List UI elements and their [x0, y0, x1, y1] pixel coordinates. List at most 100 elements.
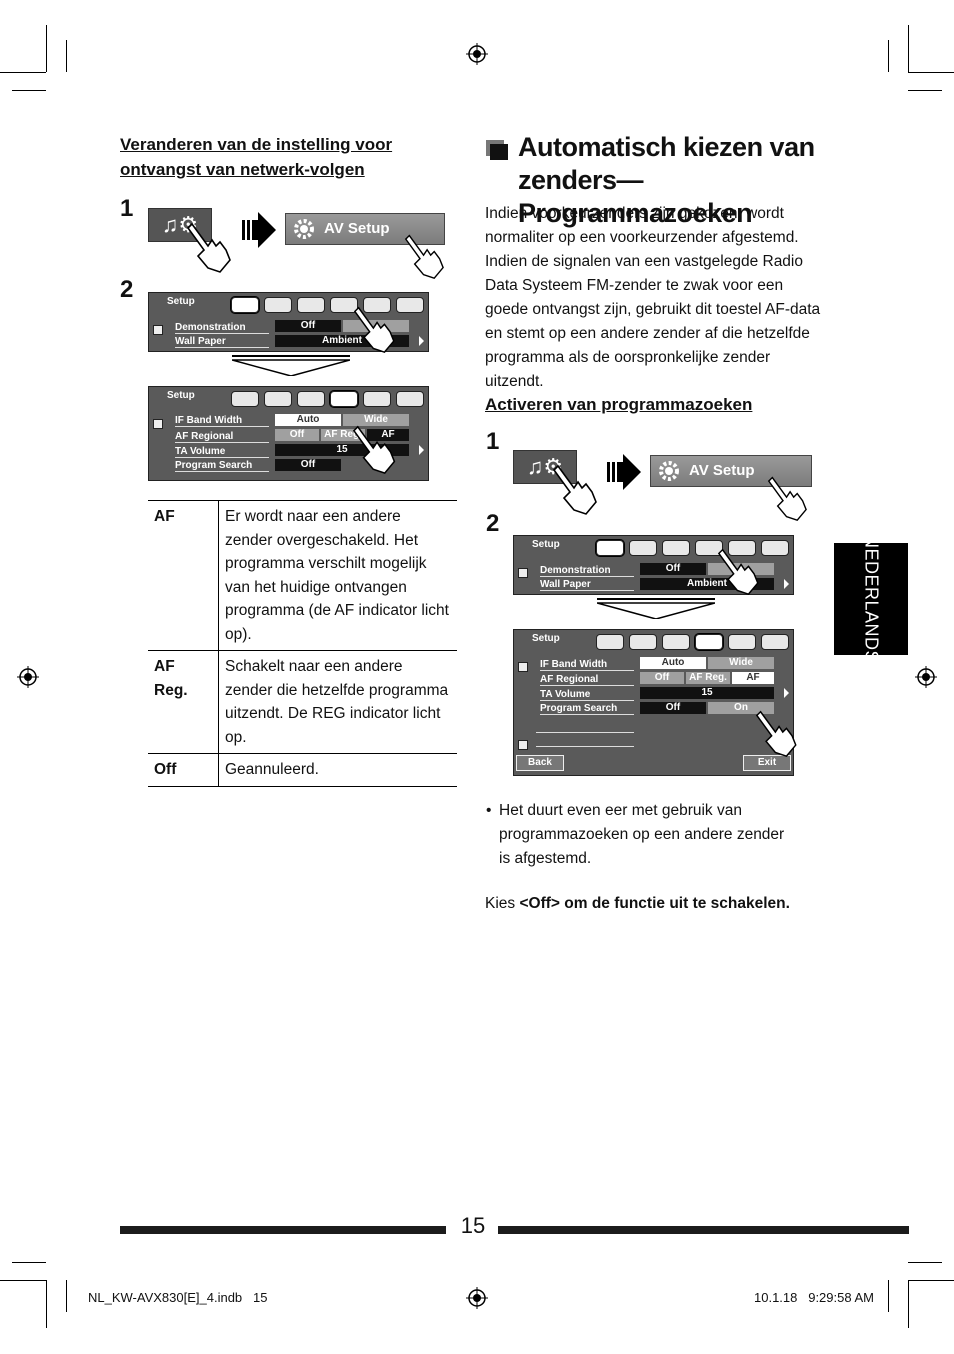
av-setup-button[interactable]: AV Setup — [285, 213, 445, 245]
down-arrow-icon — [597, 598, 715, 619]
back-button[interactable]: Back — [516, 755, 564, 771]
tab-display[interactable] — [231, 391, 259, 407]
af-off-option[interactable]: Off — [640, 672, 684, 684]
tab-tools[interactable] — [761, 634, 789, 650]
tab-antenna[interactable] — [329, 390, 359, 408]
tab-display[interactable] — [596, 634, 624, 650]
scroll-up-icon[interactable] — [153, 419, 163, 429]
step-number: 2 — [120, 276, 134, 303]
tab-input[interactable] — [728, 540, 756, 556]
demonstration-value[interactable]: Off — [640, 563, 706, 575]
crop-mark — [908, 90, 942, 91]
table-row: AF Reg. Schakelt naar een andere zender … — [148, 650, 457, 754]
table-key: AF — [148, 500, 219, 651]
tab-antenna[interactable] — [694, 633, 724, 651]
af-options-table: AF Er wordt naar een andere zender overg… — [148, 500, 457, 787]
bullet-note: Het duurt even eer met gebruik van progr… — [499, 802, 785, 867]
table-key: AF Reg. — [148, 650, 219, 754]
tab-antenna[interactable] — [330, 297, 358, 313]
ta-volume-value[interactable]: 15 — [640, 687, 774, 699]
pointing-hand-icon — [186, 222, 231, 273]
scroll-down-icon[interactable] — [518, 740, 528, 750]
crop-mark — [888, 40, 889, 72]
if-band-wide-option[interactable]: Wide — [708, 657, 774, 669]
intro-paragraph: Indien voorkeurzenders zijn gekozen, wor… — [485, 205, 799, 246]
down-arrow-icon — [232, 355, 350, 376]
tab-antenna[interactable] — [695, 540, 723, 556]
if-band-width-label: IF Band Width — [540, 659, 634, 671]
tab-input[interactable] — [728, 634, 756, 650]
af-option[interactable]: AF — [367, 429, 409, 441]
tab-disc[interactable] — [662, 540, 690, 556]
if-band-wide-option[interactable]: Wide — [343, 414, 409, 426]
tab-clock[interactable] — [629, 634, 657, 650]
demonstration-label: Demonstration — [540, 565, 634, 577]
pointing-hand-icon — [353, 306, 395, 354]
pointing-hand-icon — [717, 548, 759, 596]
tab-disc[interactable] — [662, 634, 690, 650]
language-tab: NEDERLANDS — [834, 535, 908, 663]
scroll-up-icon[interactable] — [518, 662, 528, 672]
next-arrow-icon[interactable] — [419, 445, 424, 455]
af-regional-label: AF Regional — [175, 431, 269, 443]
next-arrow-icon[interactable] — [784, 688, 789, 698]
program-search-value[interactable]: Off — [275, 459, 341, 471]
tab-input[interactable] — [363, 297, 391, 313]
af-reg-option[interactable]: AF Reg. — [686, 672, 730, 684]
pointing-hand-icon — [767, 476, 807, 522]
table-value: Schakelt naar een andere zender die hetz… — [225, 658, 449, 746]
tab-clock[interactable] — [264, 391, 292, 407]
tab-display[interactable] — [230, 296, 260, 314]
tab-disc[interactable] — [297, 297, 325, 313]
tab-display[interactable] — [595, 539, 625, 557]
page-number: 15 — [460, 1213, 486, 1238]
intro-paragraph: Indien de signalen van een vastgelegde R… — [485, 253, 821, 390]
divider — [536, 746, 634, 747]
setup-screen: Setup IF Band Width AF Regional TA Volum… — [513, 629, 794, 776]
step-number: 1 — [486, 428, 500, 455]
ta-volume-label: TA Volume — [175, 446, 269, 458]
if-band-auto-option[interactable]: Auto — [640, 657, 706, 669]
next-arrow-icon[interactable] — [419, 336, 424, 346]
table-row: AF Er wordt naar een andere zender overg… — [148, 500, 457, 651]
footer-bar — [498, 1226, 909, 1234]
scroll-up-icon[interactable] — [518, 568, 528, 578]
program-search-on-option[interactable]: On — [708, 702, 774, 714]
av-setup-button[interactable]: AV Setup — [650, 455, 812, 487]
scroll-up-icon[interactable] — [153, 325, 163, 335]
footer-file: NL_KW-AVX830[E]_4.indb 15 — [88, 1290, 268, 1305]
af-option[interactable]: AF — [732, 672, 774, 684]
ta-volume-label: TA Volume — [540, 689, 634, 701]
crop-mark — [888, 1280, 889, 1312]
wall-paper-label: Wall Paper — [175, 336, 269, 348]
footer-timestamp: 10.1.18 9:29:58 AM — [754, 1290, 874, 1305]
crop-mark — [66, 1280, 67, 1312]
tab-clock[interactable] — [264, 297, 292, 313]
section-square-icon — [486, 140, 508, 160]
tab-input[interactable] — [363, 391, 391, 407]
program-search-label: Program Search — [540, 703, 634, 715]
music-setup-icon[interactable]: ♫⚙ — [513, 450, 577, 484]
af-off-option[interactable]: Off — [275, 429, 319, 441]
table-value: Geannuleerd. — [225, 761, 319, 778]
pointing-hand-icon — [404, 234, 444, 280]
next-arrow-icon[interactable] — [784, 579, 789, 589]
crop-mark — [908, 1280, 954, 1281]
crop-mark — [12, 90, 46, 91]
registration-mark-icon — [17, 666, 39, 688]
tab-clock[interactable] — [629, 540, 657, 556]
exit-button[interactable]: Exit — [743, 755, 791, 771]
pointing-hand-icon — [552, 464, 597, 515]
tab-disc[interactable] — [297, 391, 325, 407]
tab-tools[interactable] — [396, 297, 424, 313]
footer-bar — [120, 1226, 446, 1234]
program-search-label: Program Search — [175, 460, 269, 472]
program-search-off-option[interactable]: Off — [640, 702, 706, 714]
wall-paper-label: Wall Paper — [540, 579, 634, 591]
crop-mark — [46, 25, 47, 72]
tab-tools[interactable] — [396, 391, 424, 407]
tab-tools[interactable] — [761, 540, 789, 556]
demonstration-value[interactable]: Off — [275, 320, 341, 332]
if-band-width-label: IF Band Width — [175, 415, 269, 427]
if-band-auto-option[interactable]: Auto — [275, 414, 341, 426]
